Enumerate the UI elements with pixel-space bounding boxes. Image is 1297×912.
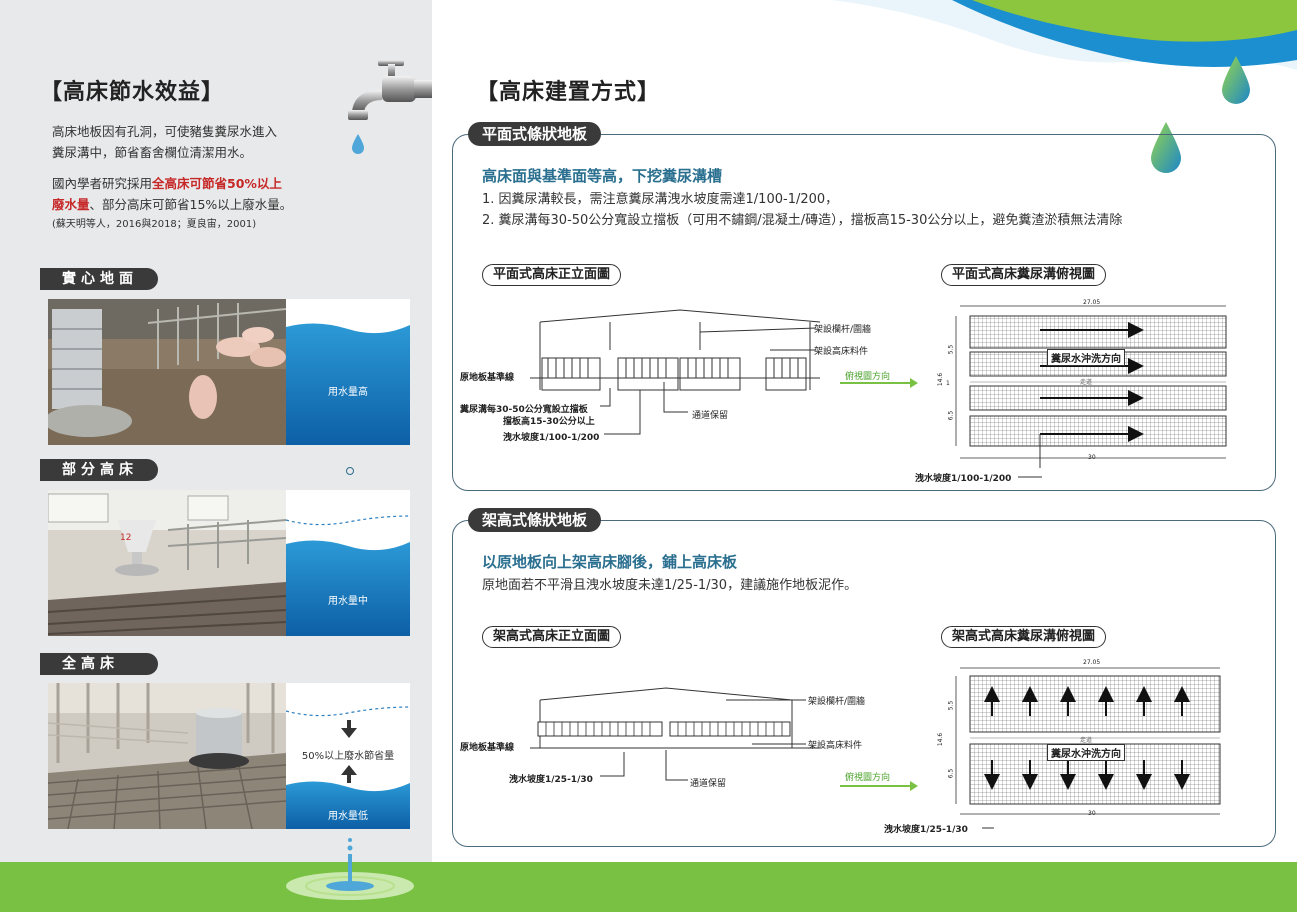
flat-label-rail: 架設欄杆/圍牆: [814, 325, 872, 335]
water-label-low: 用水量低: [328, 811, 368, 822]
row-solid: 用水量高: [48, 299, 410, 445]
flat-leader-lines: [600, 382, 688, 435]
raised-dim-bottom: 30: [1088, 810, 1096, 817]
section-flat-subtitle: 高床面與基準面等高，下挖糞尿溝槽: [482, 167, 723, 185]
flat-label-base: 原地板基準線: [460, 373, 515, 383]
flat-label-baffle2: 擋板高15-30公分以上: [503, 417, 595, 427]
left-title: 【高床節水效益】: [40, 80, 225, 105]
right-title: 【高床建置方式】: [476, 80, 661, 105]
intro-paragraph: 高床地板因有孔洞，可使豬隻糞尿水進入 糞尿溝中，節省畜舍欄位清潔用水。: [52, 121, 342, 163]
bottom-green-band: [0, 862, 1297, 912]
flat-elevation-title: 平面式高床正立面圖: [482, 264, 622, 286]
water-level-low: 50%以上廢水節省量 用水量低: [286, 683, 410, 829]
water-ripple-icon: [286, 838, 414, 900]
raised-label-rail: 架設欄杆/圍牆: [808, 697, 866, 707]
section-raised-box: [452, 520, 1276, 847]
raised-dim-left: 14.6: [937, 732, 945, 747]
water-level-high: 用水量高: [286, 299, 410, 445]
section-flat-box: [452, 134, 1276, 491]
raised-dim-top: 27.05: [1083, 659, 1101, 666]
flat-label-slope: 洩水坡度1/100-1/200: [503, 433, 600, 443]
flat-dim-55: 5.5: [947, 344, 955, 355]
flat-aisle-small: 走道: [1080, 379, 1093, 386]
photo-full-floor: [48, 683, 286, 829]
flat-elevation-diagram: [530, 309, 820, 391]
water-drop-icon: [1222, 56, 1250, 104]
research-highlight-1: 全高床可節省50%以上: [152, 176, 282, 191]
arrow-down-icon: [341, 720, 357, 738]
raised-label-view-dir: 俯視圖方向: [845, 773, 891, 783]
flat-plan-title: 平面式高床糞尿溝俯視圖: [941, 264, 1107, 286]
water-drop-icon: [1151, 122, 1181, 173]
flat-dim-top: 27.05: [1083, 299, 1101, 306]
raised-plan-title: 架高式高床糞尿溝俯視圖: [941, 626, 1107, 648]
raised-dim-55: 5.5: [947, 700, 955, 711]
raised-elevation-title: 架高式高床正立面圖: [482, 626, 622, 648]
flat-dim-bottom: 30: [1088, 454, 1096, 461]
raised-flush-label: 糞尿水沖洗方向: [1047, 744, 1125, 761]
research-prefix: 國內學者研究採用: [52, 176, 153, 191]
section-raised-subtitle: 以原地板向上架高床腳後，鋪上高床板: [482, 553, 738, 571]
raised-plan-slope: 洩水坡度1/25-1/30: [884, 825, 968, 835]
photo-solid-floor: [48, 299, 286, 445]
view-direction-arrow-icon: [840, 781, 918, 791]
raised-leader-lines: [600, 750, 688, 781]
raised-aisle-small: 走道: [1080, 737, 1093, 744]
raised-plan-diagram: [955, 667, 1221, 815]
research-paragraph: 國內學者研究採用全高床可節省50%以上 廢水量、部分高床可節省15%以上廢水量。: [52, 173, 352, 215]
water-level-medium: 用水量中: [286, 490, 410, 636]
raised-elevation-diagram: [530, 687, 820, 749]
section-raised-pill: 架高式條狀地板: [468, 508, 602, 532]
section-flat-line1: 1. 因糞尿溝較長，需注意糞尿溝洩水坡度需達1/100-1/200，: [482, 192, 839, 207]
flat-label-view-dir: 俯視圖方向: [845, 372, 891, 382]
intro-line-2: 糞尿溝中，節省畜舍欄位清潔用水。: [52, 145, 253, 160]
citation: (蘇天明等人，2016與2018；夏良宙，2001): [52, 219, 257, 230]
row-label-partial: 部分高床: [40, 459, 158, 481]
flat-dim-1: 1: [946, 380, 950, 387]
faucet-icon: [348, 60, 434, 154]
raised-label-material: 架設高床料件: [808, 741, 863, 751]
raised-dim-65: 6.5: [947, 768, 955, 779]
research-suffix: 、部分高床可節省15%以上廢水量。: [89, 197, 293, 212]
flat-plan-diagram: [955, 305, 1227, 468]
flat-plan-leader: [1018, 476, 1042, 478]
research-highlight-2: 廢水量: [52, 197, 90, 212]
photo-partial-floor: 12: [48, 490, 286, 636]
row-full: 50%以上廢水節省量 用水量低: [48, 683, 410, 829]
flat-label-aisle: 通道保留: [692, 411, 729, 421]
intro-line-1: 高床地板因有孔洞，可使豬隻糞尿水進入: [52, 124, 278, 139]
saving-label: 50%以上廢水節省量: [301, 751, 395, 762]
svg-text:12: 12: [120, 533, 131, 543]
arrow-up-icon: [341, 765, 357, 783]
row-label-solid: 實心地面: [40, 268, 158, 290]
raised-label-aisle: 通道保留: [690, 779, 727, 789]
water-label-high: 用水量高: [328, 387, 368, 398]
raised-label-slope: 洩水坡度1/25-1/30: [509, 775, 593, 785]
flat-label-baffle1: 糞尿溝每30-50公分寬設立擋板: [460, 405, 588, 415]
raised-plan-leader: [982, 827, 994, 829]
section-flat-line2: 2. 糞尿溝每30-50公分寬設立擋板（可用不鏽鋼/混凝土/磚造），擋板高15-…: [482, 213, 1123, 228]
flat-dim-left: 14.6: [937, 372, 945, 387]
section-raised-line1: 原地面若不平滑且洩水坡度未達1/25-1/30，建議施作地板泥作。: [482, 578, 858, 593]
water-label-medium: 用水量中: [328, 596, 368, 607]
flat-dim-65: 6.5: [947, 410, 955, 421]
section-flat-pill: 平面式條狀地板: [468, 122, 602, 146]
raised-label-base: 原地板基準線: [460, 743, 515, 753]
row-partial: 12 用水量中: [48, 490, 410, 636]
wave-decoration: [832, 0, 1297, 70]
flat-flush-label: 糞尿水沖洗方向: [1047, 349, 1125, 366]
view-direction-arrow-icon: [840, 378, 918, 388]
flat-plan-slope: 洩水坡度1/100-1/200: [915, 474, 1012, 484]
row-label-full: 全高床: [40, 653, 158, 675]
small-bubble-icon: [346, 467, 354, 475]
flat-label-material: 架設高床料件: [814, 347, 869, 357]
